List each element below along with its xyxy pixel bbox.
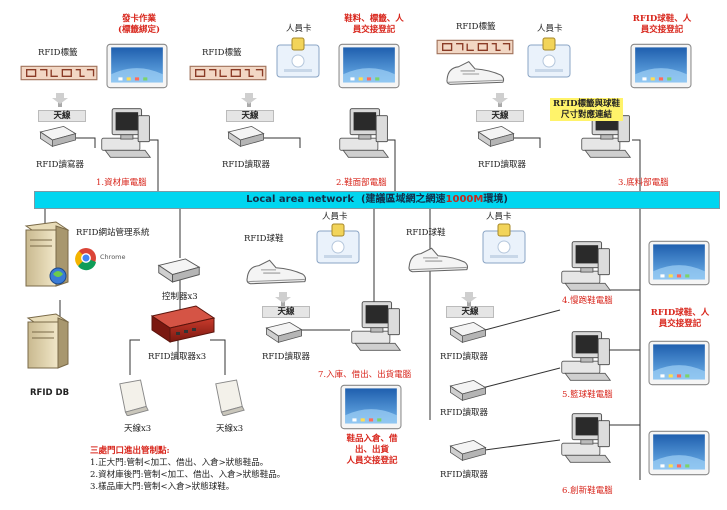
controller-label: 控制器x3 xyxy=(162,292,198,302)
tag-label: RFID標籤 xyxy=(456,22,496,32)
antenna-label: 天線 xyxy=(262,306,310,319)
lan-note-end: 環境) xyxy=(483,194,508,205)
match-note-2: 尺寸對應連結 xyxy=(560,109,612,120)
server-label: RFID網站管理系統 xyxy=(76,228,150,238)
tablet-icon xyxy=(648,240,710,286)
antenna-panel-icon xyxy=(215,379,245,416)
lan-label: Local area network (建議區域網之網速1000M環境) xyxy=(35,192,719,208)
sneaker-icon xyxy=(246,259,307,285)
warehouse-note-1: 鞋品入倉、借 xyxy=(346,434,398,444)
computer-icon xyxy=(561,241,611,291)
warehouse-note-3: 人員交接登記 xyxy=(346,456,398,466)
antenna-panel-icon xyxy=(119,379,149,416)
db-label: RFID DB xyxy=(30,388,70,398)
card-issue-sub: (標籤綁定) xyxy=(117,25,161,35)
match-note-1: RFID標籤與球鞋 xyxy=(553,99,620,109)
handover-note-2: 員交接登記 xyxy=(640,25,684,35)
rfid-reader-icon xyxy=(265,321,303,343)
pc-label: 7.入庫、借出、出貨電腦 xyxy=(318,370,412,380)
staff-card-icon xyxy=(276,37,320,78)
gate-reader-label: RFID讀取器x3 xyxy=(148,352,207,362)
tablet-icon xyxy=(338,43,400,89)
tablet-icon xyxy=(340,384,402,430)
reader-label: RFID讀取器 xyxy=(440,408,488,418)
database-server-icon xyxy=(26,313,70,369)
sneaker-icon xyxy=(446,61,505,85)
lan-note: (建議區域網之網速 xyxy=(360,194,446,205)
rfid-tag-icon xyxy=(436,39,514,55)
gate-reader-icon xyxy=(150,305,216,343)
controller-icon xyxy=(158,258,200,283)
antenna-label: 天線 xyxy=(446,306,494,319)
browser-label: Chrome xyxy=(100,253,126,261)
staff-card-icon xyxy=(316,223,360,264)
rfid-reader-icon xyxy=(477,126,514,147)
rfid-reader-icon xyxy=(449,321,487,343)
computer-icon xyxy=(101,108,151,158)
tag-label: RFID標籤 xyxy=(202,48,242,58)
warehouse-note-2: 出、出貨 xyxy=(354,445,389,455)
reader-label: RFID讀取器 xyxy=(478,160,526,170)
pc-label: 6.創新鞋電腦 xyxy=(562,486,613,496)
reader-label: RFID讀取器 xyxy=(440,470,488,480)
gate-note-line: 1.正大門:管制<加工、借出、入倉>狀態鞋品。 xyxy=(90,458,269,468)
sneaker-icon xyxy=(408,247,469,273)
staff-card-icon xyxy=(482,223,526,264)
computer-icon xyxy=(561,331,611,381)
rfid-tag-icon xyxy=(189,65,267,81)
shoe-label: RFID球鞋 xyxy=(244,234,284,244)
computer-icon xyxy=(339,108,389,158)
pc-label: 5.籃球鞋電腦 xyxy=(562,390,613,400)
antenna-count-label: 天線x3 xyxy=(124,424,152,434)
rfid-reader-icon xyxy=(449,439,487,461)
antenna-label: 天線 xyxy=(226,110,274,123)
antenna-label: 天線 xyxy=(476,110,524,123)
handover-note-1: RFID球鞋、人 xyxy=(632,14,692,24)
rfid-tag-icon xyxy=(20,65,98,81)
pc-label: 1.資材庫電腦 xyxy=(96,178,147,188)
handover-note-1: 鞋料、標籤、人 xyxy=(344,14,404,24)
tablet-icon xyxy=(648,340,710,386)
connection-lines xyxy=(44,98,641,480)
reader-label: RFID讀取器 xyxy=(222,160,270,170)
computer-icon xyxy=(351,301,401,351)
handover-note-1: RFID球鞋、人 xyxy=(650,308,710,318)
gate-note-line: 3.樣品庫大門:管制<入倉>狀態球鞋。 xyxy=(90,482,235,492)
rfid-reader-icon xyxy=(40,126,76,147)
shoe-label: RFID球鞋 xyxy=(406,228,446,238)
lan-bar: Local area network (建議區域網之網速1000M環境) xyxy=(34,191,720,209)
handover-note-2: 員交接登記 xyxy=(352,25,396,35)
staff-card-label: 人員卡 xyxy=(322,212,348,222)
gate-note-line: 2.資材庫後門:管制<加工、借出、入倉>狀態鞋品。 xyxy=(90,470,286,480)
staff-card-label: 人員卡 xyxy=(486,212,512,222)
pc-label: 2.鞋面部電腦 xyxy=(336,178,387,188)
tablet-icon xyxy=(630,43,692,89)
lan-name: Local area network xyxy=(246,194,354,205)
tag-label: RFID標籤 xyxy=(38,48,78,58)
antenna-count-label: 天線x3 xyxy=(216,424,244,434)
pc-label: 4.慢跑鞋電腦 xyxy=(562,296,613,306)
rfid-reader-icon xyxy=(449,379,487,401)
staff-card-label: 人員卡 xyxy=(537,24,563,34)
tablet-icon xyxy=(106,43,168,89)
lan-speed: 1000M xyxy=(445,194,484,205)
antenna-label: 天線 xyxy=(38,110,86,123)
staff-card-icon xyxy=(527,37,571,78)
tablet-icon xyxy=(648,430,710,476)
pc-label: 3.底料部電腦 xyxy=(618,178,669,188)
computer-icon xyxy=(561,413,611,463)
tag-shoe-match-note: RFID標籤與球鞋 尺寸對應連結 xyxy=(550,98,623,122)
reader-label: RFID讀寫器 xyxy=(36,160,84,170)
handover-note-2: 員交接登記 xyxy=(658,319,702,329)
card-issue-title: 發卡作業 xyxy=(121,14,156,24)
rfid-reader-icon xyxy=(227,126,265,147)
gate-note-title: 三處門口進出管制點: xyxy=(90,446,170,456)
reader-label: RFID讀取器 xyxy=(262,352,310,362)
chrome-icon xyxy=(75,248,96,271)
web-server-icon xyxy=(24,221,70,287)
staff-card-label: 人員卡 xyxy=(286,24,312,34)
reader-label: RFID讀取器 xyxy=(440,352,488,362)
